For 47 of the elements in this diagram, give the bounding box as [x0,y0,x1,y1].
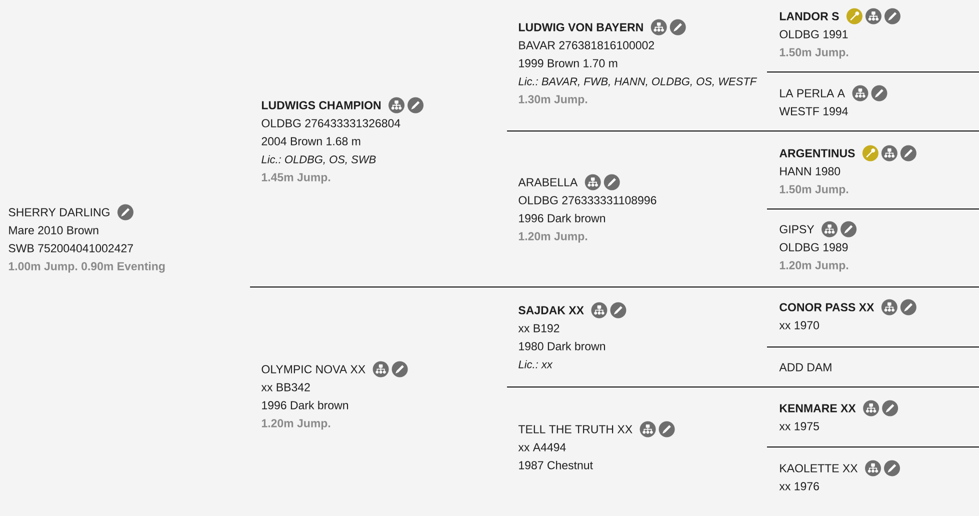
detail-text: 1996 Dark brown [519,214,605,222]
detail-text: OLDBG 276433331326804 [262,119,400,128]
horse-name: ARABELLA [518,178,578,186]
horse-name: CONOR PASS XX [780,303,874,312]
performance-text: 1.50m Jump. [780,48,848,59]
horse-name: LUDWIG VON BAYERN [518,23,643,32]
horse-name: TELL THE TRUTH XX [518,425,632,434]
horse-name: SHERRY DARLING [8,208,110,216]
detail-text: 2004 Brown 1.68 m [262,137,360,146]
horse-name: SAJDAK XX [518,306,584,314]
performance-text: 1.00m Jump. 0.90m Eventing [8,262,165,273]
horse-name: LA PERLA A [780,89,845,98]
detail-text: xx 1975 [779,422,819,430]
detail-text: 1987 Chestnut [519,460,593,470]
detail-text: xx BB342 [261,383,310,392]
horse-name: GIPSY [780,225,814,234]
licence-text: Lic.: xx [518,360,553,368]
detail-text: xx 1976 [779,482,819,490]
performance-text: 1.20m Jump. [518,232,588,243]
horse-name: KAOLETTE XX [780,464,858,472]
horse-name: OLYMPIC NOVA XX [262,365,366,374]
detail-text: HANN 1980 [780,167,840,176]
detail-text: WESTF 1994 [779,107,848,116]
detail-text: 1980 Dark brown [519,342,605,350]
detail-text: OLDBG 1991 [780,30,848,38]
detail-text: Mare 2010 Brown [9,226,98,234]
horse-name: LANDOR S [780,12,839,20]
horse-name: KENMARE XX [780,404,856,412]
detail-text: 1999 Brown 1.70 m [519,59,618,68]
detail-text: xx A4494 [518,443,566,452]
detail-text: xx B192 [518,324,560,332]
detail-text: OLDBG 1989 [780,243,848,252]
detail-text: 1996 Dark brown [262,400,348,410]
performance-text: 1.45m Jump. [262,173,330,184]
detail-text: OLDBG 276333331108996 [518,196,656,204]
licence-text: Lic.: OLDBG, OS, SWB [262,155,376,165]
detail-text: SWB 752004041002427 [8,244,133,252]
performance-text: 1.20m Jump. [262,419,330,430]
performance-text: 1.50m Jump. [780,185,848,196]
performance-text: 1.30m Jump. [518,95,588,106]
add-link: ADD DAM [779,363,832,372]
horse-name: LUDWIGS CHAMPION [262,101,381,110]
detail-text: xx 1970 [779,321,820,330]
detail-text: BAVAR 276381816100002 [519,41,654,50]
performance-text: 1.20m Jump. [780,261,848,272]
horse-name: ARGENTINUS [779,149,855,158]
licence-text: Lic.: BAVAR, FWB, HANN, OLDBG, OS, WESTF [518,77,758,87]
